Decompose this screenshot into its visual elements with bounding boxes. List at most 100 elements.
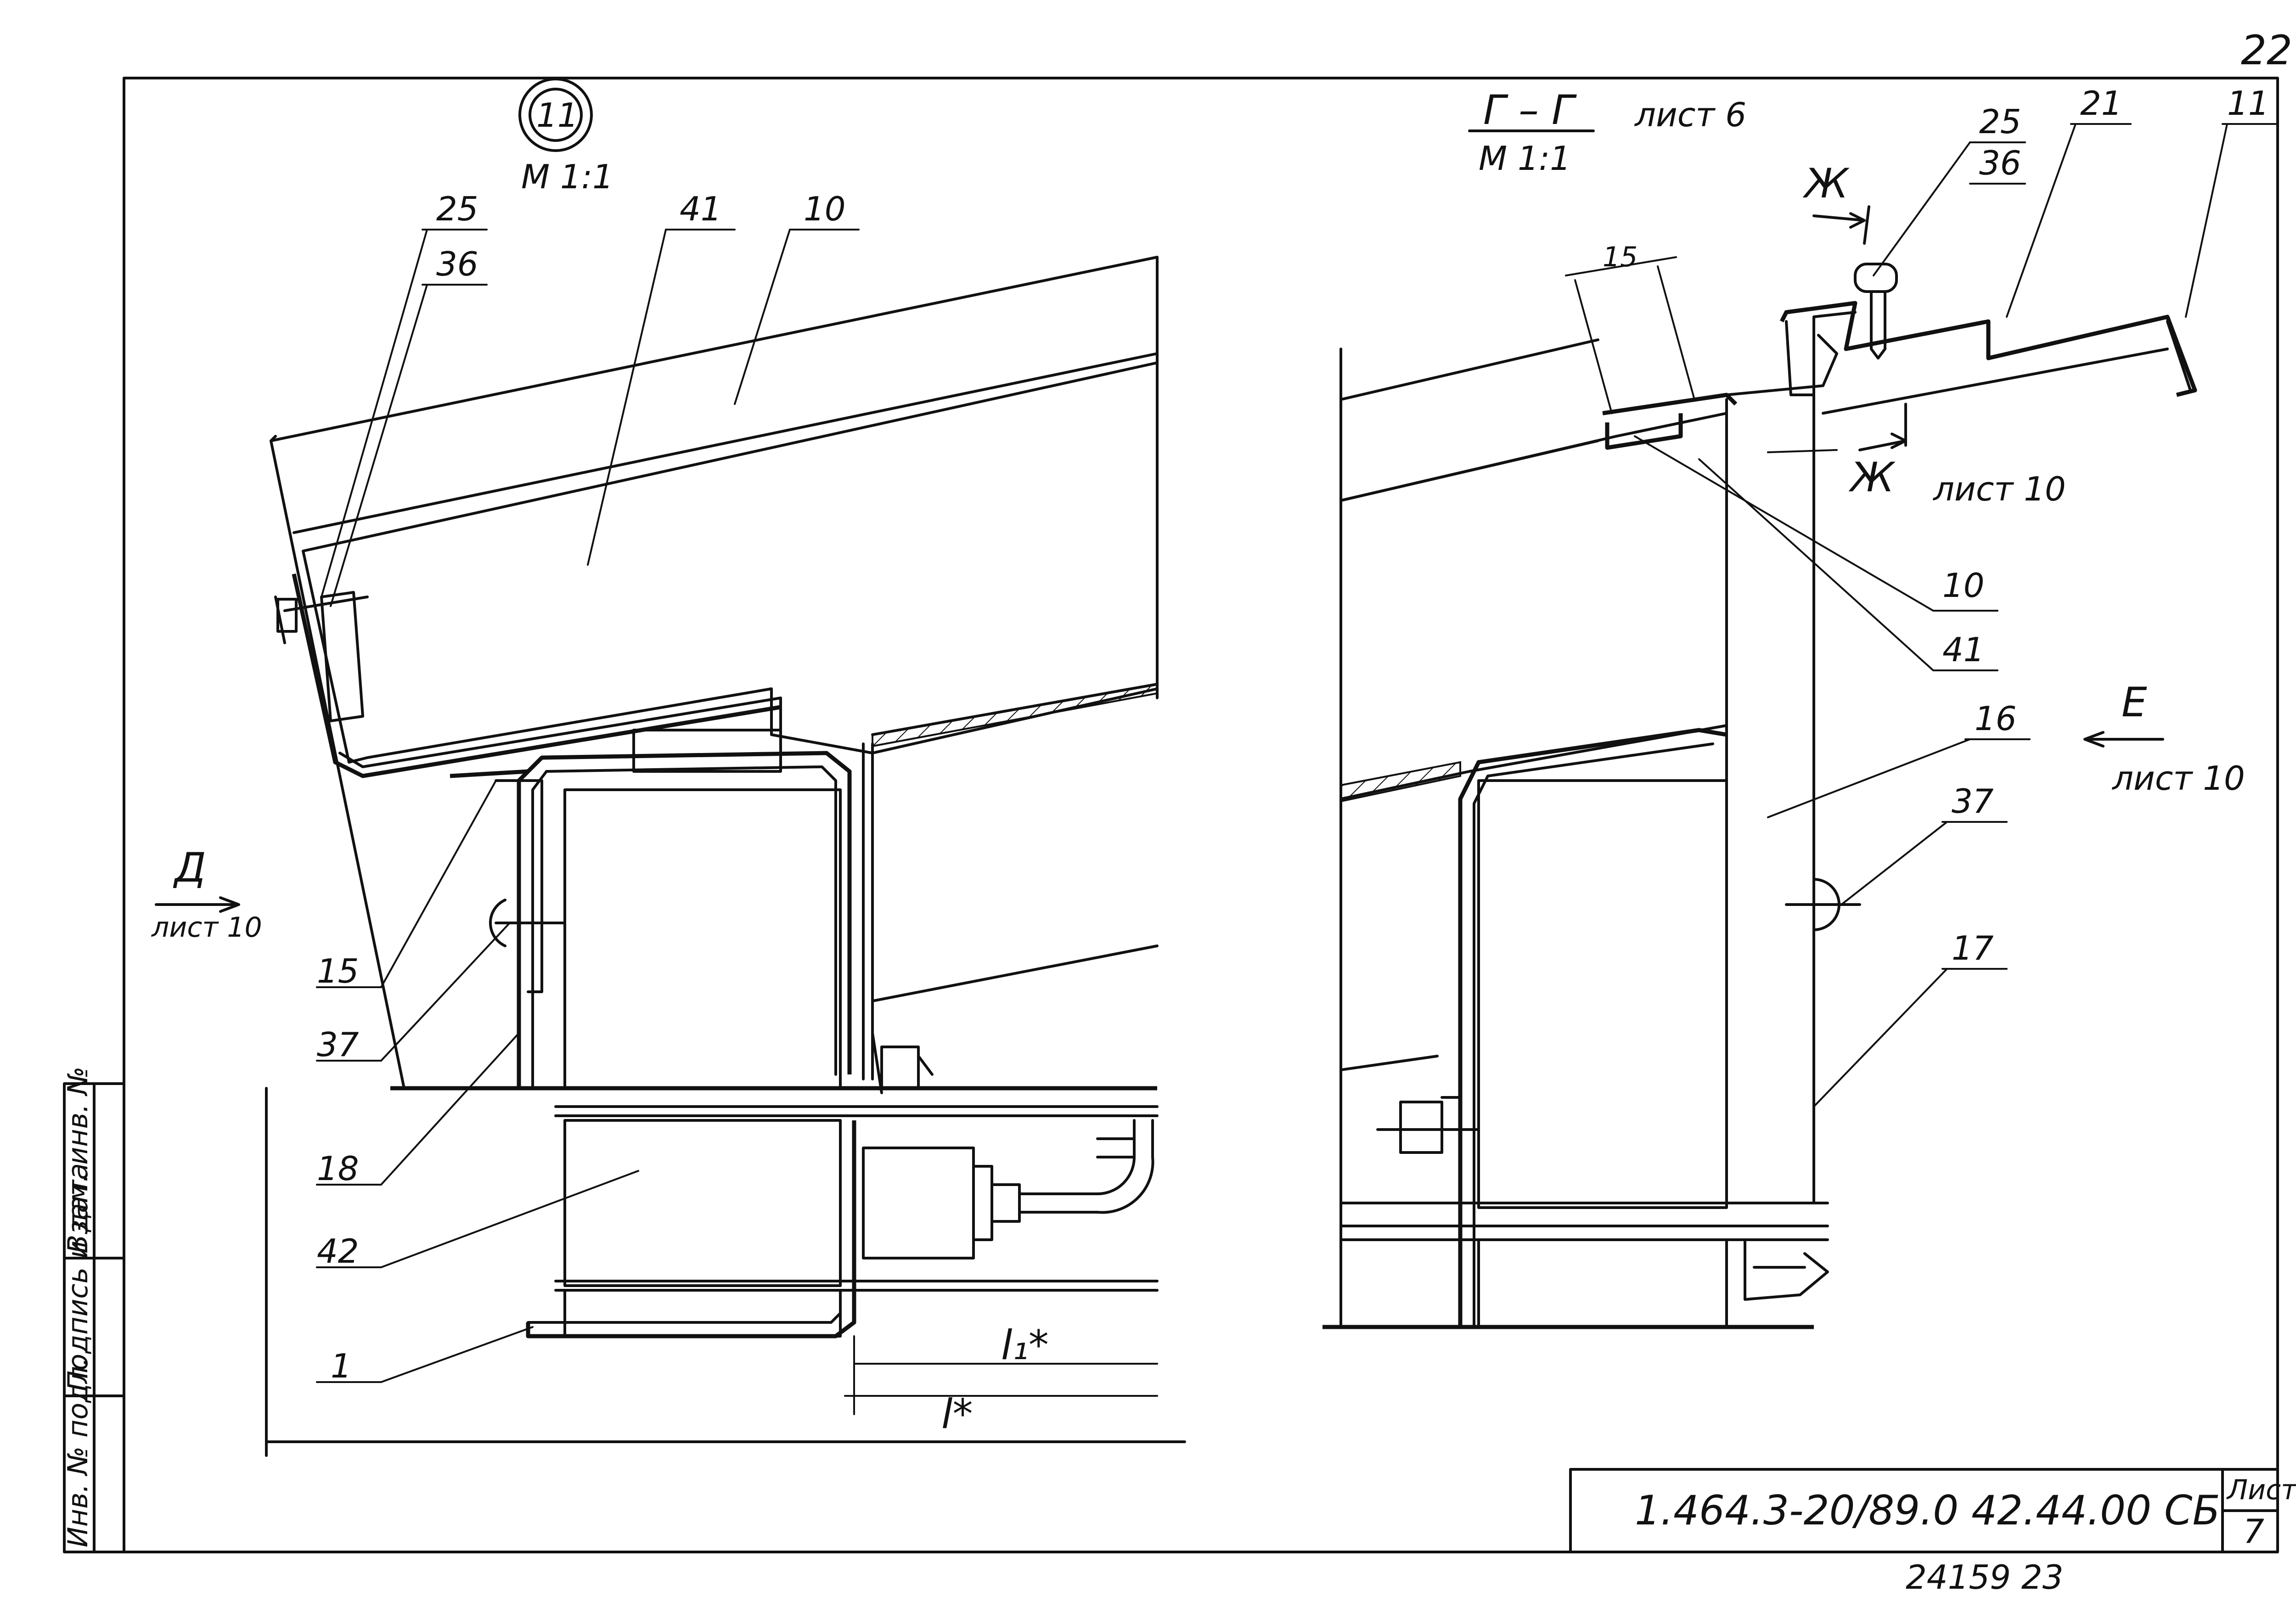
bolt-nut-right — [880, 1046, 920, 1090]
cut-zh-top: Ж — [1802, 160, 1850, 207]
detail-marker-inner — [529, 88, 583, 142]
flashing-inner — [1725, 311, 1857, 396]
roof-panel-outer-sheet — [270, 256, 1159, 1090]
dim-l1-text: l₁* — [1001, 1321, 1049, 1369]
leader-37-right — [1840, 821, 2008, 905]
column-16 — [1725, 375, 1815, 1204]
heater-pipe-end — [1096, 1137, 1136, 1158]
bracket-18-inner — [531, 765, 837, 1090]
right-wall-bracket-inner — [1473, 742, 1714, 1328]
bottom-number: 24159 23 — [1906, 1558, 2064, 1597]
leader-41-right — [1698, 458, 1998, 671]
callout-21: 21 — [2080, 84, 2122, 123]
flashing-21 — [1779, 301, 2197, 397]
dimension-line-l1 — [853, 1335, 1158, 1415]
arrow-e-letter: Е — [2122, 679, 2147, 726]
section-sheet: лист 6 — [1634, 96, 1746, 134]
panel-insulation-41 — [302, 361, 1159, 764]
leader-41 — [587, 229, 736, 566]
callout-15: 15 — [317, 952, 359, 990]
leader-17 — [1813, 968, 2008, 1108]
screw-head-25 — [1854, 263, 1898, 293]
callout-11: 11 — [2227, 84, 2269, 123]
section-title: Г – Г — [1483, 86, 1577, 134]
right-panel-outline — [1339, 338, 1599, 1328]
right-wall-bracket — [1458, 728, 1727, 1327]
cut-zh-top-arrow — [1812, 205, 1870, 245]
right-inner-strip — [1339, 1055, 1439, 1071]
cut-zh-line — [1767, 449, 1838, 453]
arrow-e — [2083, 731, 2164, 748]
callout-10-right: 10 — [1942, 566, 1985, 605]
stamp-col2: Подпись и дата — [62, 1163, 94, 1391]
column-foot-clip — [1725, 1238, 1829, 1301]
callout-25-right: 25 — [1979, 102, 2021, 141]
callout-42: 42 — [317, 1232, 359, 1271]
callout-37-right: 37 — [1952, 782, 1994, 821]
stamp-col1: Инв. № подл. — [62, 1357, 94, 1547]
callout-41: 41 — [680, 190, 722, 228]
title-sheet-number: 7 — [2243, 1512, 2264, 1551]
leader-10 — [734, 229, 860, 405]
leader-25 — [321, 229, 488, 598]
dimension-baseline — [265, 1087, 1186, 1457]
callout-16: 16 — [1975, 699, 2017, 738]
callout-10: 10 — [804, 190, 846, 228]
leader-10-right — [1634, 435, 1998, 612]
cut-zh-bottom: Ж — [1848, 454, 1896, 501]
flange-plate-15 — [495, 779, 543, 993]
leader-1 — [316, 1326, 534, 1383]
drawing-frame — [123, 77, 2279, 1553]
leader-18 — [316, 1032, 520, 1186]
arrow-d — [155, 896, 240, 913]
panel-inner-hatch — [872, 683, 1158, 748]
leader-15 — [316, 780, 497, 988]
section-scale: М 1:1 — [1479, 139, 1571, 178]
bracket-18 — [517, 751, 852, 1088]
left-stamp: Инв. № подл. Подпись и дата Взам. инв. № — [62, 1067, 125, 1553]
callout-36: 36 — [436, 245, 478, 283]
right-bolt-nut — [1399, 1101, 1443, 1154]
flashing-11 — [1822, 320, 2192, 415]
callout-36-right: 36 — [1979, 144, 2021, 182]
arrow-d-letter: Д — [173, 844, 206, 891]
leader-11 — [2185, 123, 2279, 318]
bottom-bracket-1 — [526, 1120, 856, 1338]
bolt-37-right — [1785, 878, 1861, 931]
right-view: Г – Г М 1:1 лист 6 — [1322, 84, 2279, 1329]
right-wall-insulation — [1477, 779, 1728, 1209]
arrow-d-sheet: лист 10 — [151, 911, 262, 944]
stamp-col3: Взам. инв. № — [62, 1067, 94, 1254]
title-sheet-label: Лист — [2226, 1474, 2296, 1506]
callout-1: 1 — [331, 1347, 352, 1385]
dim-l-text: l* — [941, 1390, 973, 1438]
title-block: 1.464.3-20/89.0 42.44.00 СБ Лист 7 — [1569, 1468, 2296, 1553]
panel-end-screw-head — [276, 598, 298, 633]
right-bolt — [1376, 1096, 1480, 1158]
detail-number: 11 — [536, 96, 579, 135]
page-number: 22 — [2241, 27, 2292, 74]
bottom-bracket-1-inner — [527, 1312, 842, 1324]
callout-37: 37 — [317, 1025, 359, 1064]
leader-36 — [330, 284, 488, 607]
channel-element — [862, 742, 1159, 1080]
wall-insulation-42 — [563, 1119, 842, 1287]
leader-42 — [316, 1170, 639, 1268]
right-panel-liner — [1340, 761, 1461, 803]
support-pad — [632, 729, 782, 773]
detail-scale: М 1:1 — [521, 157, 613, 196]
right-wall-insulation-lower — [1477, 1238, 1728, 1328]
leader-25-right — [1873, 141, 2026, 276]
detail-marker-outer — [518, 78, 593, 152]
dim-15 — [1565, 256, 1695, 414]
left-view: 11 М 1:1 — [151, 78, 1186, 1457]
panel-end-strip — [1602, 393, 1738, 450]
bolt-37 — [489, 899, 566, 947]
cut-zh-bottom-arrow — [1858, 403, 1907, 451]
callout-17: 17 — [1952, 929, 1994, 967]
heater-body — [862, 1147, 975, 1259]
arrow-e-sheet: лист 10 — [2111, 759, 2245, 798]
leader-37 — [316, 922, 511, 1062]
heater-pipe — [972, 1119, 1154, 1241]
